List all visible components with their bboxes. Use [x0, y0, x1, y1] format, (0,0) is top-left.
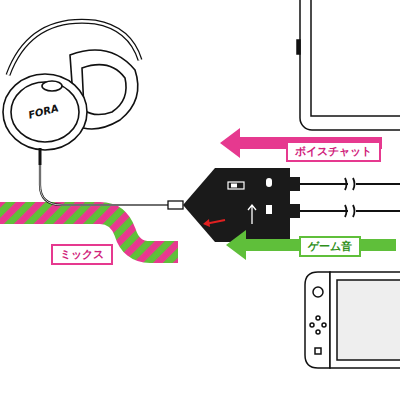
- headset: [3, 21, 140, 165]
- label-box: ボイスチャット: [286, 141, 381, 162]
- label-box: ゲーム音: [299, 236, 361, 257]
- adapter: [183, 168, 300, 242]
- cable-highlight: [40, 165, 170, 205]
- label-text: ボイスチャット: [295, 145, 372, 158]
- label-text: ゲーム音: [308, 240, 352, 253]
- plug: [168, 201, 183, 209]
- cable: [40, 165, 170, 205]
- game-arrow: [226, 230, 396, 260]
- game-console: [305, 272, 400, 368]
- label-box: ミックス: [51, 244, 113, 265]
- smartphone: [297, 0, 400, 130]
- wires: [300, 178, 400, 217]
- label-text: ミックス: [60, 248, 104, 261]
